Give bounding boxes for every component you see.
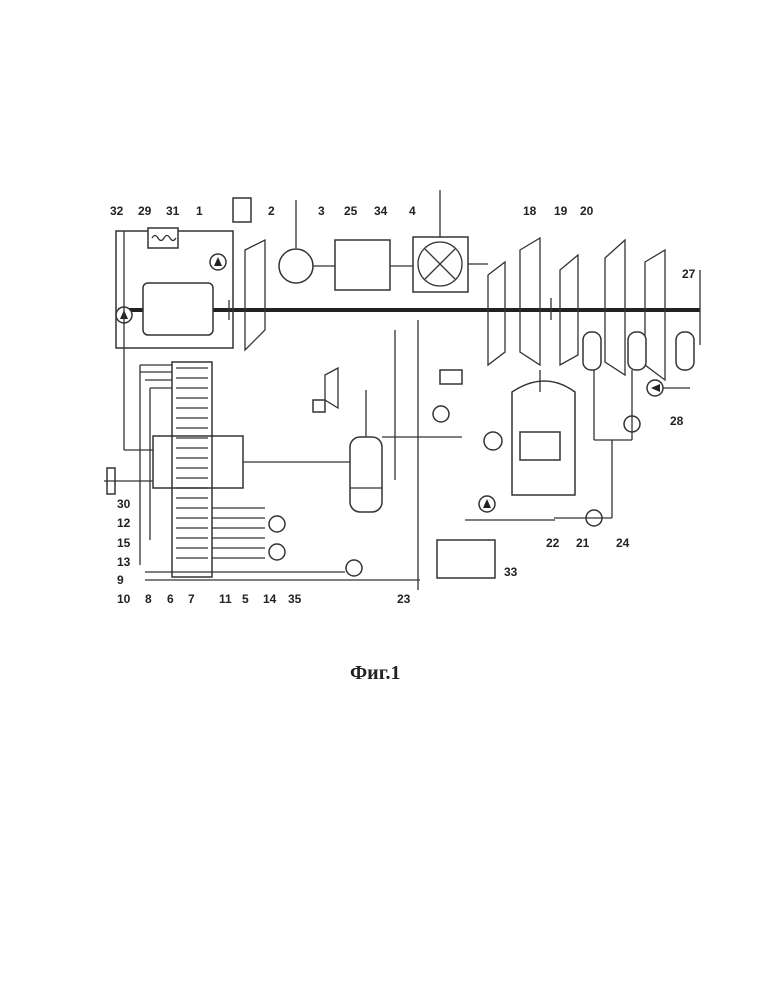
label-30: 30 [117,497,131,511]
component-3 [279,249,313,283]
label-14: 14 [263,592,277,606]
label-22: 22 [546,536,560,550]
turbine-20b [605,240,625,375]
label-33: 33 [504,565,518,579]
label-5: 5 [242,592,249,606]
label-4: 4 [409,204,416,218]
turbine-25 [325,368,338,408]
turbine-18 [488,262,505,365]
sight-gauge [484,432,502,450]
pump-35c-icon [346,560,362,576]
label-1: 1 [196,204,203,218]
label-25: 25 [344,204,358,218]
label-15: 15 [117,536,131,550]
label-27: 27 [682,267,696,281]
label-10: 10 [117,592,131,606]
filter-box [233,198,251,222]
label-23: 23 [397,592,411,606]
label-18: 18 [523,204,537,218]
heater-23 [440,370,462,384]
box-34 [335,240,390,290]
label-2: 2 [268,204,275,218]
condenser-27a [583,332,601,370]
compressor-2 [245,240,265,350]
label-3: 3 [318,204,325,218]
turbine-19 [520,238,540,365]
turbine-25-box [313,400,325,412]
condenser-27c [676,332,694,370]
label-35: 35 [288,592,302,606]
pump-23-icon [433,406,449,422]
label-28: 28 [670,414,684,428]
deaerator-23 [350,437,382,512]
label-29: 29 [138,204,152,218]
label-34: 34 [374,204,388,218]
exchanger-bank [172,362,212,577]
label-11: 11 [219,592,232,606]
label-21: 21 [576,536,590,550]
tank-inner-box [520,432,560,460]
label-8: 8 [145,592,152,606]
label-12: 12 [117,516,131,530]
label-20: 20 [580,204,594,218]
label-31: 31 [166,204,180,218]
outlet-lines [140,365,172,565]
label-13: 13 [117,555,131,569]
turbine-20c [645,250,665,380]
label-9: 9 [117,573,124,587]
generator-block [143,283,213,335]
pump-35b-icon [269,544,285,560]
pump-35a-icon [269,516,285,532]
label-32: 32 [110,204,124,218]
label-6: 6 [167,592,174,606]
label-19: 19 [554,204,568,218]
box-33 [437,540,495,578]
label-24: 24 [616,536,630,550]
condenser-27b [628,332,646,370]
label-7: 7 [188,592,195,606]
figure-caption: Фиг.1 [350,662,401,684]
